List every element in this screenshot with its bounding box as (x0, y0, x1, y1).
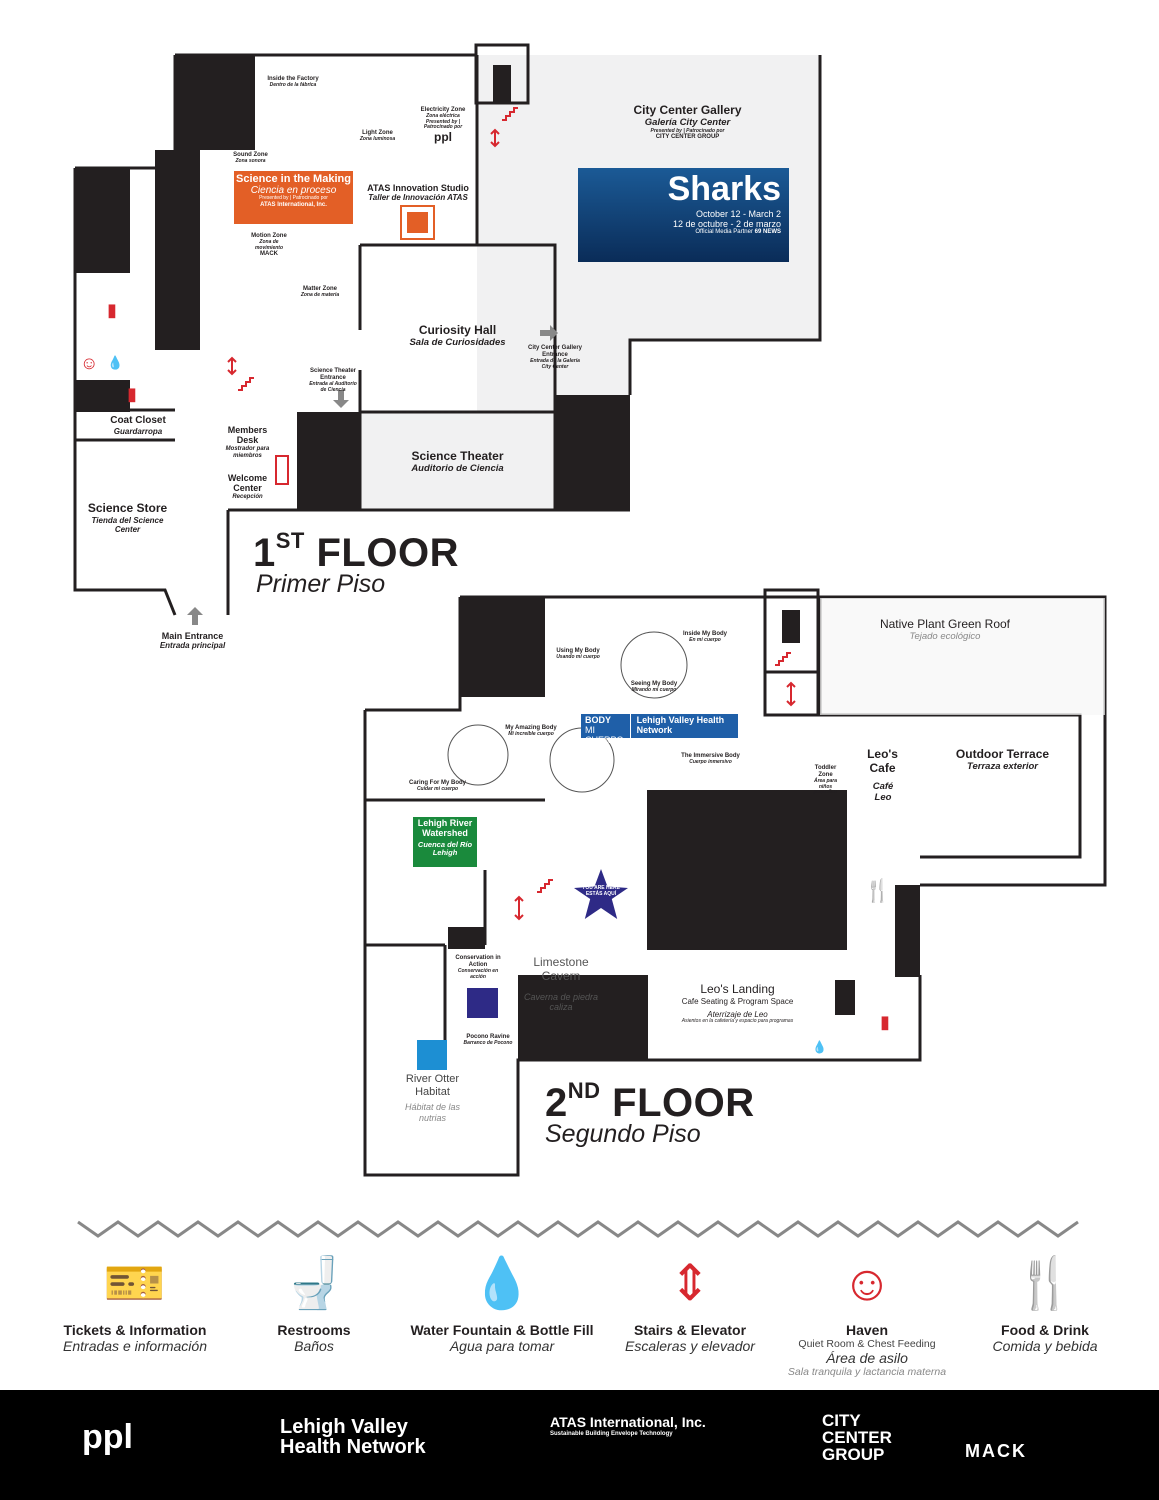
lehigh-river-watershed-banner: Lehigh River Watershed Cuenca del Río Le… (413, 817, 477, 867)
first-floor-subtitle: Primer Piso (256, 570, 386, 598)
science-in-the-making-banner: Science in the Making Ciencia en proceso… (234, 171, 353, 224)
legend-item: ☺ Haven Quiet Room & Chest Feeding Área … (772, 1250, 962, 1378)
second-floor-subtitle: Segundo Piso (545, 1120, 701, 1148)
legend-item: 💧 Water Fountain & Bottle Fill Agua para… (407, 1250, 597, 1354)
water-bottle-icon: 💧 (470, 1255, 534, 1311)
fork-knife-icon: 🍴 (1013, 1255, 1077, 1311)
first-floor-solid-areas (75, 55, 630, 510)
ppl-logo: ppl (82, 1418, 133, 1456)
legend-sub: Entradas e información (63, 1338, 207, 1354)
second-floor-title: 2ND FLOOR (545, 1078, 755, 1125)
restroom-icon: ▮ (127, 384, 137, 404)
legend-sub: Escaleras y elevador (625, 1338, 755, 1354)
toilet-icon: 🚽 (282, 1255, 346, 1311)
legend-item: 🚽 Restrooms Baños (219, 1250, 409, 1354)
mack-logo: MACK (965, 1441, 1027, 1461)
sponsor-footer: ppl Lehigh Valley Health Network ATAS In… (0, 1390, 1159, 1500)
stairs-elevator-icon: ⇕ (669, 1255, 711, 1311)
legend-label: Haven (845, 1322, 889, 1338)
restroom-icon: ▮ (107, 300, 117, 320)
legend-label: Restrooms (277, 1322, 351, 1338)
legend-label: Stairs & Elevator (633, 1322, 747, 1338)
legend-item: 🍴 Food & Drink Comida y bebida (950, 1250, 1140, 1354)
speech-icon (467, 988, 498, 1018)
entrance-arrows (187, 325, 558, 625)
atas-studio-icon (400, 205, 435, 240)
legend-sub: Área de asilo (826, 1350, 908, 1366)
legend-sub: Baños (294, 1338, 334, 1354)
legend-extra: Quiet Room & Chest Feeding (798, 1338, 936, 1350)
atas-logo: ATAS International, Inc.Sustainable Buil… (550, 1414, 706, 1437)
stairs-elevator-markers (227, 107, 796, 921)
legend-item: ⇕ Stairs & Elevator Escaleras y elevador (595, 1250, 785, 1354)
smile-icon: ☺ (841, 1255, 893, 1311)
legend-label: Water Fountain & Bottle Fill (410, 1322, 594, 1338)
sharks-banner: Sharks October 12 - March 2 12 de octubr… (578, 168, 789, 262)
wavy-divider (77, 1220, 1079, 1238)
restroom-icon: ▮ (880, 1012, 890, 1032)
city-center-logo: CITY CENTER GROUP (822, 1411, 892, 1464)
ticket-icon: 🎫 (103, 1255, 167, 1311)
legend-item: 🎫 Tickets & Information Entradas e infor… (40, 1250, 230, 1354)
legend-sub: Comida y bebida (992, 1338, 1098, 1354)
legend-extra-es: Sala tranquila y lactancia materna (787, 1366, 947, 1378)
legend-label: Tickets & Information (63, 1322, 207, 1338)
haven-icon: ☺ (80, 353, 99, 373)
water-fountain-icon: 💧 (107, 355, 124, 370)
legend-label: Food & Drink (1001, 1322, 1089, 1338)
first-floor-title: 1ST FLOOR (253, 528, 459, 575)
water-fountain-icon: 💧 (812, 1040, 827, 1054)
ticket-icon (275, 455, 289, 485)
otter-icon (417, 1040, 447, 1070)
legend-sub: Agua para tomar (449, 1338, 555, 1354)
second-floor-solid-areas (448, 597, 920, 1060)
food-drink-icon: 🍴 (864, 878, 892, 903)
lvhn-logo: Lehigh Valley Health Network (280, 1416, 426, 1458)
